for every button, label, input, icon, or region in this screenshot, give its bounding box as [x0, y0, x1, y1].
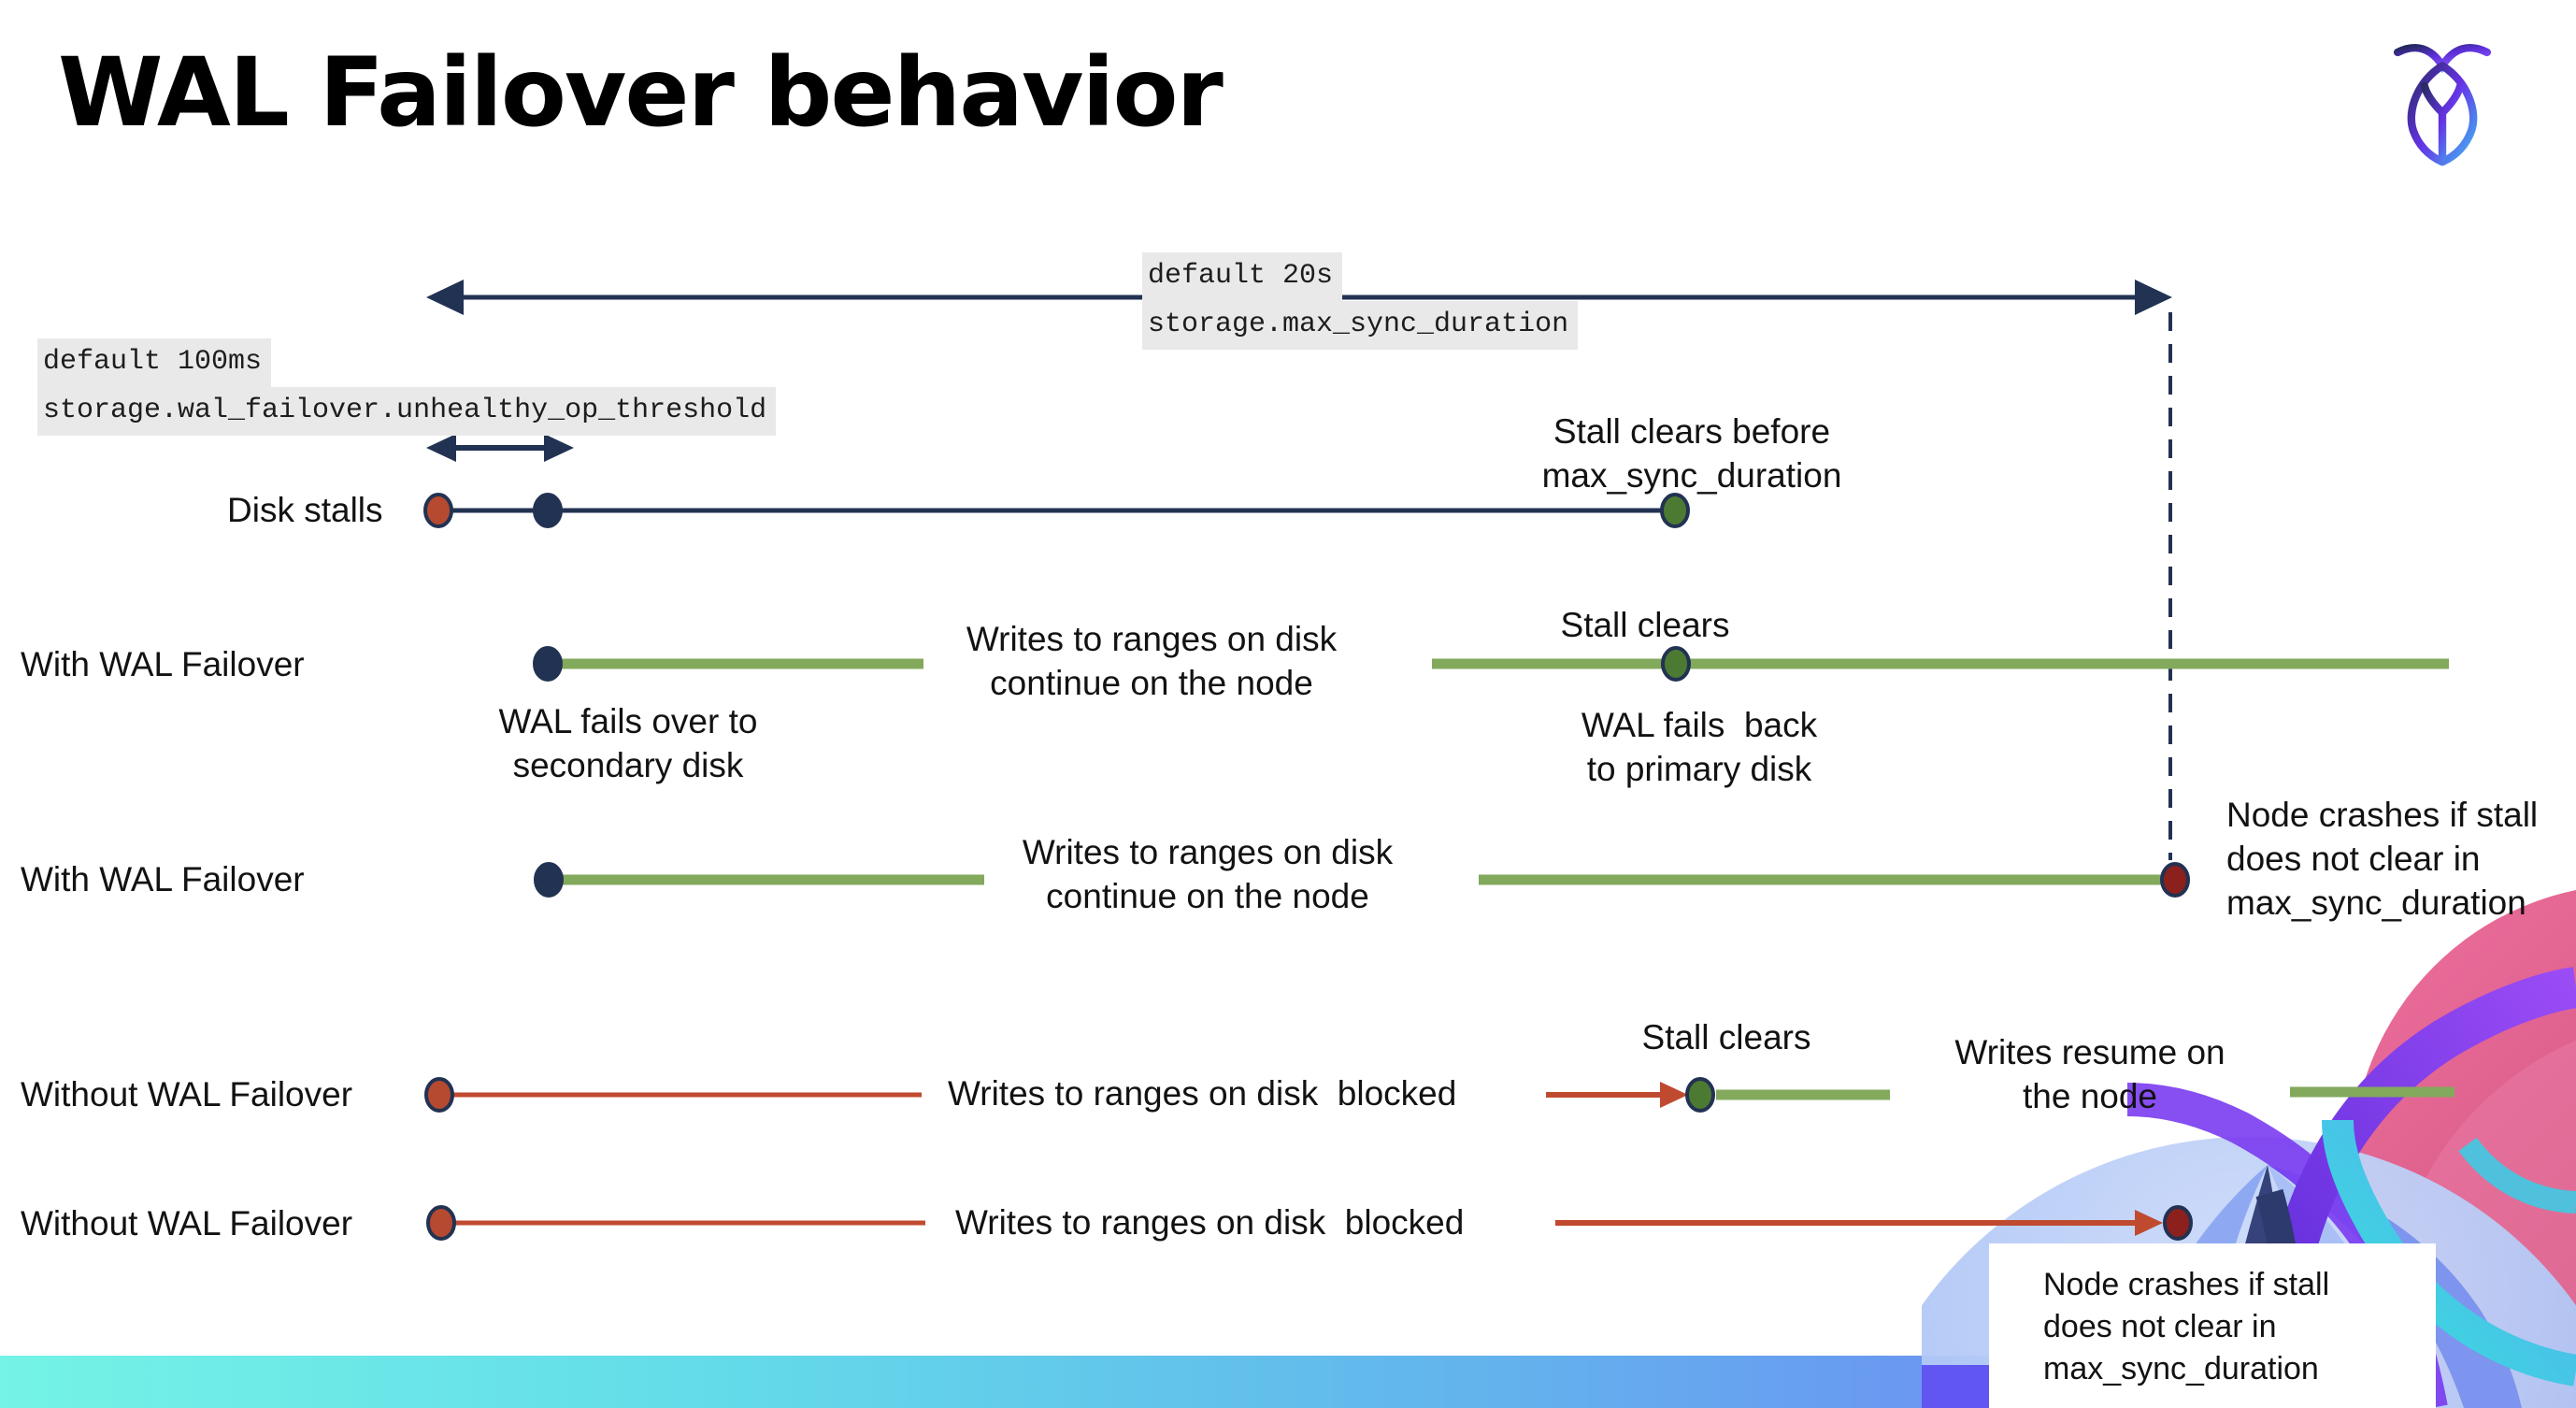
row-label-without-wal-failover-2: Without WAL Failover: [21, 1204, 353, 1243]
stall-start-dot: [426, 1205, 456, 1241]
artwork-teal-arc: [2458, 1137, 2576, 1214]
writes-blocked-note-1: Writes to ranges on disk blocked: [948, 1074, 1457, 1113]
max-sync-duration-label: default 20s storage.max_sync_duration: [1142, 252, 1579, 350]
row-label-with-wal-failover-1: With WAL Failover: [21, 645, 305, 683]
timeline-without-failover-crash: [426, 1205, 2193, 1241]
stall-clears-dot: [1685, 1077, 1715, 1113]
failover-threshold-dot: [533, 493, 563, 528]
unhealthy-op-threshold-arrow: [426, 434, 574, 462]
stall-start-dot: [423, 493, 453, 528]
page-title: WAL Failover behavior: [58, 37, 1224, 149]
stall-clears-note-1: Stall clears: [1560, 606, 1730, 644]
timeline-with-failover-crash: [534, 862, 2190, 898]
arrowhead-right-icon: [544, 434, 574, 462]
failover-dot: [534, 862, 564, 898]
failover-dot: [533, 646, 563, 682]
timeline-disk-stalls: [423, 493, 1690, 528]
arrowhead-left-icon: [426, 434, 456, 462]
stall-clears-dot: [1661, 646, 1691, 682]
row-label-disk-stalls: Disk stalls: [227, 491, 383, 529]
node-crash-dot: [2163, 1205, 2193, 1241]
row-label-with-wal-failover-2: With WAL Failover: [21, 860, 305, 898]
timeline-without-failover-clears: [424, 1077, 2454, 1113]
row-label-without-wal-failover-1: Without WAL Failover: [21, 1075, 353, 1113]
stall-clears-before-note: Stall clears before max_sync_duration: [1541, 412, 1842, 495]
writes-continue-note-2: Writes to ranges on disk continue on the…: [1022, 833, 1394, 915]
max-sync-setting-name: storage.max_sync_duration: [1142, 301, 1579, 350]
stall-clears-dot: [1660, 493, 1690, 528]
timeline-with-failover-clears: [533, 646, 2449, 682]
writes-continue-note-1: Writes to ranges on disk continue on the…: [966, 620, 1338, 702]
arrowhead-left-icon: [426, 280, 464, 315]
unhealthy-op-setting-name: storage.wal_failover.unhealthy_op_thresh…: [37, 387, 777, 436]
writes-blocked-note-2: Writes to ranges on disk blocked: [955, 1203, 1465, 1242]
writes-resume-note: Writes resume on the node: [1954, 1033, 2225, 1115]
crash-callout-text: Node crashes if stall does not clear in …: [2043, 1267, 2330, 1386]
arrowhead-right-icon: [1660, 1082, 1688, 1108]
arrowhead-right-icon: [2135, 1210, 2163, 1236]
stall-start-dot: [424, 1077, 454, 1113]
wal-fails-over-note: WAL fails over to secondary disk: [498, 702, 758, 784]
max-sync-default-value: default 20s: [1142, 252, 1343, 301]
stall-clears-note-2: Stall clears: [1641, 1018, 1811, 1056]
unhealthy-op-default-value: default 100ms: [37, 338, 272, 387]
wal-fails-back-note: WAL fails back to primary disk: [1581, 706, 1818, 788]
node-crash-note-1: Node crashes if stall does not clear in …: [2226, 796, 2539, 922]
unhealthy-op-threshold-label: default 100ms storage.wal_failover.unhea…: [37, 338, 777, 436]
cockroachdb-logo-icon: [2393, 44, 2492, 166]
node-crash-dot: [2160, 862, 2190, 898]
arrowhead-right-icon: [2135, 280, 2172, 315]
artwork-petal: [2268, 1165, 2522, 1408]
crash-callout-box: Node crashes if stall does not clear in …: [1989, 1243, 2436, 1408]
